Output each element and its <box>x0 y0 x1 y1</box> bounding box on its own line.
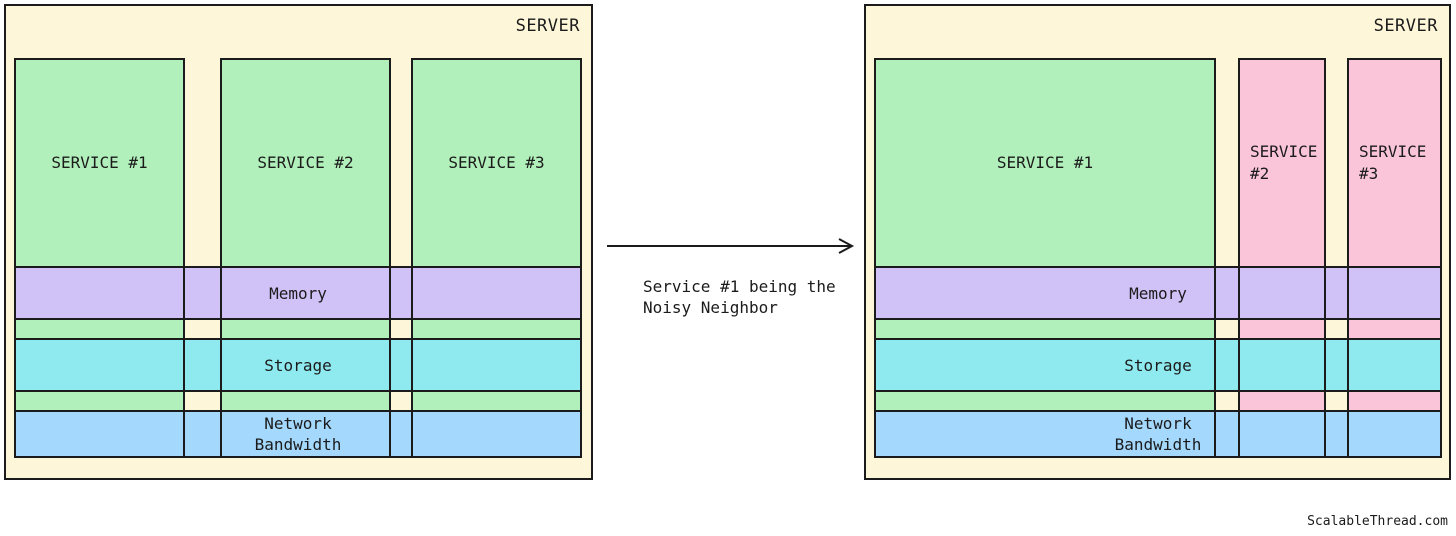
service-1-label: SERVICE #1 <box>876 58 1214 266</box>
watermark: ScalableThread.com <box>1307 514 1448 529</box>
service-2-strip <box>1240 320 1324 338</box>
service-1-network-slice <box>16 410 183 458</box>
service-2-strip <box>222 392 389 410</box>
service-3-storage-slice <box>1349 338 1440 392</box>
service-3-box: SERVICE #3 <box>411 58 582 458</box>
service-2-label: SERVICE #2 <box>222 58 389 266</box>
service-2-label: SERVICE #2 <box>1240 58 1324 266</box>
service-1-storage-slice <box>876 338 1214 392</box>
service-1-memory-slice <box>16 266 183 320</box>
service-2-storage-slice <box>1240 338 1324 392</box>
service-2-strip <box>1240 392 1324 410</box>
resources-area: SERVICE #1 SERVICE #2 SERVICE #3 Memory … <box>874 58 1442 458</box>
service-3-memory-slice <box>1349 266 1440 320</box>
resources-area: SERVICE #1 SERVICE #2 SERVICE #3 Memory … <box>14 58 582 458</box>
service-3-storage-slice <box>413 338 580 392</box>
service-1-strip <box>16 392 183 410</box>
service-3-strip <box>413 320 580 338</box>
service-1-network-slice <box>876 410 1214 458</box>
service-1-storage-slice <box>16 338 183 392</box>
service-3-strip <box>1349 392 1440 410</box>
server-title: SERVER <box>515 16 580 36</box>
service-1-strip <box>16 320 183 338</box>
service-2-network-slice <box>1240 410 1324 458</box>
service-3-strip <box>1349 320 1440 338</box>
service-3-network-slice <box>413 410 580 458</box>
server-box-before: SERVER SERVICE #1 SERVICE #2 SERVICE #3 <box>4 4 593 480</box>
service-3-label: SERVICE #3 <box>1349 58 1440 266</box>
service-2-memory-slice <box>1240 266 1324 320</box>
service-2-strip <box>222 320 389 338</box>
service-2-box: SERVICE #2 <box>220 58 391 458</box>
service-2-storage-slice <box>222 338 389 392</box>
service-2-network-slice <box>222 410 389 458</box>
service-2-memory-slice <box>222 266 389 320</box>
service-1-box: SERVICE #1 <box>14 58 185 458</box>
service-1-strip <box>876 320 1214 338</box>
service-1-strip <box>876 392 1214 410</box>
service-3-strip <box>413 392 580 410</box>
service-1-label: SERVICE #1 <box>16 58 183 266</box>
service-3-memory-slice <box>413 266 580 320</box>
server-box-after: SERVER SERVICE #1 SERVICE #2 SERVICE #3 <box>864 4 1451 480</box>
service-3-box-starved: SERVICE #3 <box>1347 58 1442 458</box>
service-1-memory-slice <box>876 266 1214 320</box>
service-3-network-slice <box>1349 410 1440 458</box>
service-3-label: SERVICE #3 <box>413 58 580 266</box>
transition-arrow-icon <box>595 228 865 268</box>
service-1-box-noisy: SERVICE #1 <box>874 58 1216 458</box>
server-title: SERVER <box>1373 16 1438 36</box>
arrow-caption: Service #1 being the Noisy Neighbor <box>643 277 836 317</box>
service-2-box-starved: SERVICE #2 <box>1238 58 1326 458</box>
